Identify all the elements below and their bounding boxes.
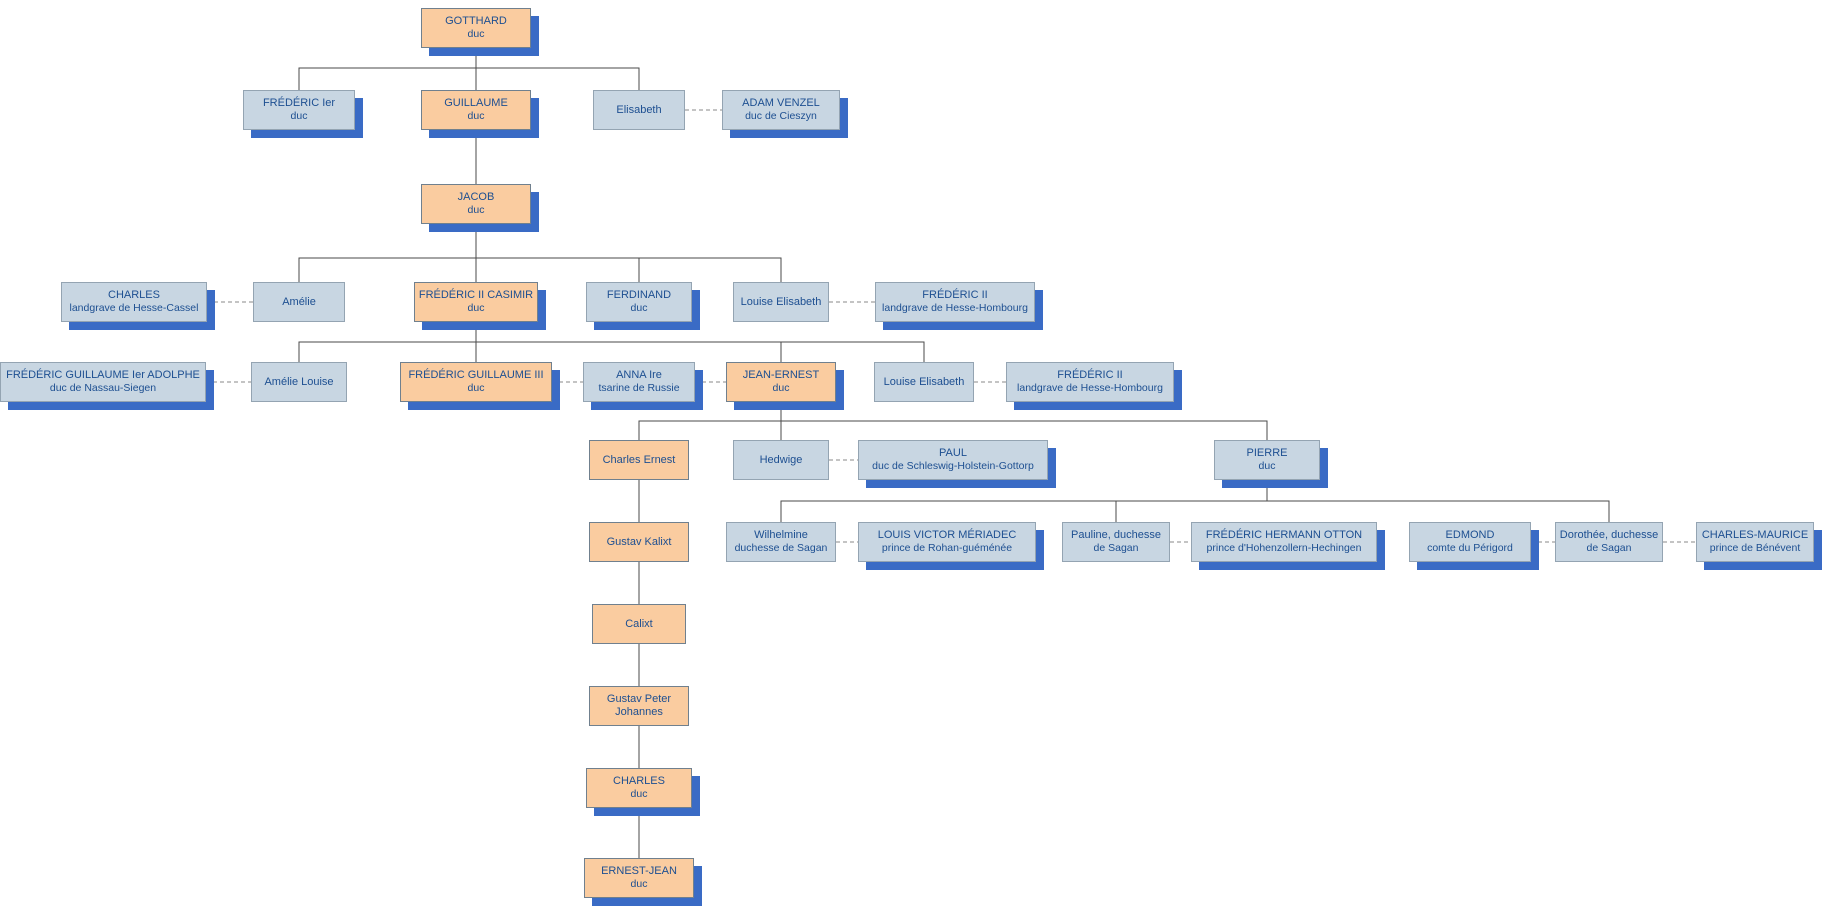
node-pauline-title: de Sagan	[1093, 542, 1139, 554]
node-louis-victor-title: prince de Rohan-guéménée	[881, 542, 1013, 554]
node-ferdinand-title: duc	[630, 302, 648, 314]
node-gotthard-name: GOTTHARD	[445, 15, 507, 27]
node-paul-title: duc de Schleswig-Holstein-Gottorp	[872, 460, 1034, 472]
node-louise-elisabeth-1-name: Louise Elisabeth	[740, 295, 822, 308]
node-amelie-name: Amélie	[282, 295, 316, 308]
node-jean-ernest-name: JEAN-ERNEST	[742, 369, 820, 381]
node-frederic-guillaume-adolphe-name: FRÉDÉRIC GUILLAUME Ier ADOLPHE	[6, 369, 200, 381]
node-hedwige-name: Hedwige	[759, 453, 803, 466]
node-gotthard-title: duc	[467, 28, 485, 40]
node-charles-ernest-name: Charles Ernest	[602, 453, 676, 466]
node-frederic-ier-name: FRÉDÉRIC Ier	[262, 97, 336, 109]
node-elisabeth-name: Elisabeth	[616, 103, 662, 116]
node-dorothee-name: Dorothée, duchesse	[1559, 529, 1659, 541]
node-frederic-ii-hombourg-2-title: landgrave de Hesse-Hombourg	[1017, 382, 1163, 394]
node-jean-ernest-title: duc	[772, 382, 790, 394]
node-anna-name: ANNA Ire	[616, 369, 662, 381]
node-amelie: Amélie	[253, 282, 345, 322]
node-calixt: Calixt	[592, 604, 686, 644]
node-wilhelmine-title: duchesse de Sagan	[734, 542, 828, 554]
node-louise-elisabeth-2: Louise Elisabeth	[874, 362, 974, 402]
node-calixt-name: Calixt	[625, 617, 653, 630]
node-pauline-name: Pauline, duchesse	[1071, 529, 1161, 541]
node-frederic-hermann-otton-title: prince d'Hohenzollern-Hechingen	[1206, 542, 1362, 554]
node-charles-maurice-title: prince de Bénévent	[1709, 542, 1801, 554]
node-paul-name: PAUL	[939, 447, 967, 459]
node-gustav-kalixt: Gustav Kalixt	[589, 522, 689, 562]
node-charles-hesse-cassel-title: landgrave de Hesse-Cassel	[69, 302, 199, 314]
node-hedwige: Hedwige	[733, 440, 829, 480]
node-charles-maurice-name: CHARLES-MAURICE	[1701, 529, 1809, 541]
node-adam-venzel-name: ADAM VENZEL	[742, 97, 820, 109]
node-wilhelmine-name: Wilhelmine	[754, 529, 808, 541]
node-frederic-ii-hombourg-2-name: FRÉDÉRIC II	[1057, 369, 1123, 381]
node-charles-duc-name: CHARLES	[613, 775, 665, 787]
node-amelie-louise-name: Amélie Louise	[264, 375, 334, 388]
node-pierre-title: duc	[1258, 460, 1276, 472]
node-charles-duc-title: duc	[630, 788, 648, 800]
node-frederic-guillaume-iii-name: FRÉDÉRIC GUILLAUME III	[408, 369, 544, 381]
node-gustav-peter-johannes-name: Gustav Peter	[606, 693, 672, 705]
node-frederic-guillaume-adolphe-title: duc de Nassau-Siegen	[49, 382, 157, 394]
node-amelie-louise: Amélie Louise	[251, 362, 347, 402]
descent-lines	[298, 48, 1610, 858]
node-guillaume-title: duc	[467, 110, 485, 122]
node-dorothee-title: de Sagan	[1586, 542, 1632, 554]
node-frederic-hermann-otton-name: FRÉDÉRIC HERMANN OTTON	[1205, 529, 1363, 541]
node-edmond-name: EDMOND	[1445, 529, 1495, 541]
node-frederic-guillaume-iii-title: duc	[467, 382, 485, 394]
node-elisabeth: Elisabeth	[593, 90, 685, 130]
node-charles-ernest: Charles Ernest	[589, 440, 689, 480]
node-frederic-ii-hombourg-1-name: FRÉDÉRIC II	[922, 289, 988, 301]
node-charles-hesse-cassel-name: CHARLES	[108, 289, 160, 301]
node-ernest-jean-name: ERNEST-JEAN	[601, 865, 677, 877]
node-anna-title: tsarine de Russie	[598, 382, 680, 394]
node-ferdinand-name: FERDINAND	[606, 289, 672, 301]
node-frederic-ii-hombourg-1-title: landgrave de Hesse-Hombourg	[882, 302, 1028, 314]
node-guillaume-name: GUILLAUME	[444, 97, 508, 109]
node-louis-victor-name: LOUIS VICTOR MÉRIADEC	[877, 529, 1017, 541]
node-gustav-peter-johannes-name2: Johannes	[615, 706, 663, 718]
node-gustav-kalixt-name: Gustav Kalixt	[606, 535, 672, 548]
node-ernest-jean-title: duc	[630, 878, 648, 890]
node-edmond-title: comte du Périgord	[1427, 542, 1513, 554]
node-frederic-ii-casimir-title: duc	[467, 302, 485, 314]
node-jacob-title: duc	[467, 204, 485, 216]
node-frederic-ii-casimir-name: FRÉDÉRIC II CASIMIR	[418, 289, 534, 301]
node-louise-elisabeth-2-name: Louise Elisabeth	[883, 375, 965, 388]
node-jacob-name: JACOB	[457, 191, 495, 203]
node-pierre-name: PIERRE	[1246, 447, 1288, 459]
node-frederic-ier-title: duc	[290, 110, 308, 122]
node-adam-venzel-title: duc de Cieszyn	[745, 110, 817, 122]
marriage-lines	[206, 109, 1696, 543]
node-louise-elisabeth-1: Louise Elisabeth	[733, 282, 829, 322]
